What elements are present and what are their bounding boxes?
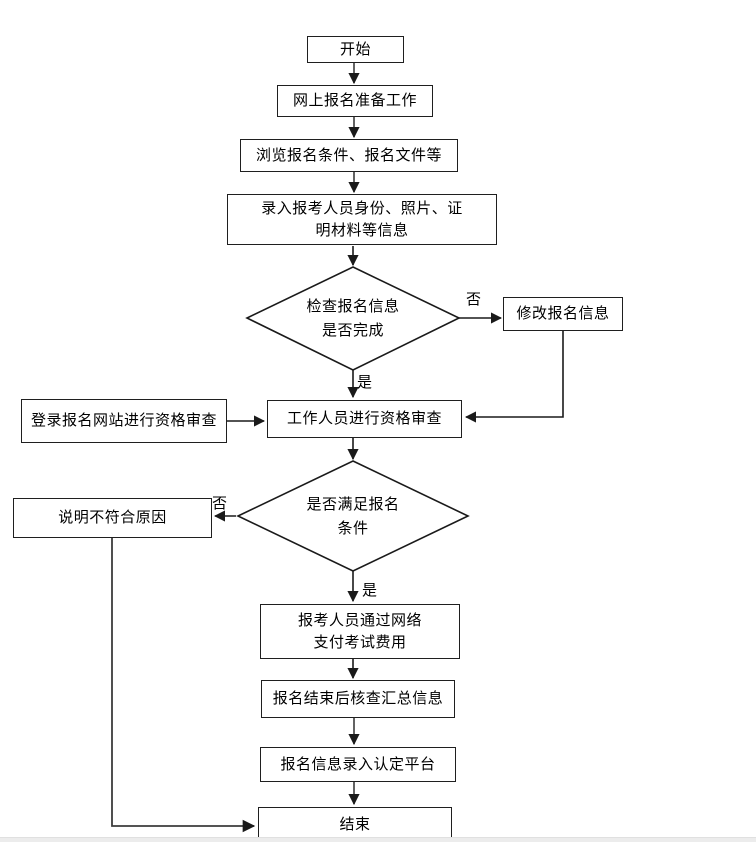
node-platform-entry: 报名信息录入认定平台: [260, 747, 456, 782]
connector-explain-to-end: [111, 538, 256, 833]
decision-diamond-check-complete: [245, 266, 461, 371]
decision-diamond-meet-condition: [236, 460, 470, 572]
node-online-prep: 网上报名准备工作: [277, 85, 433, 117]
label-meet-condition: 是否满足报名 条件: [306, 495, 400, 537]
node-pay-fee: 报考人员通过网络 支付考试费用: [260, 604, 460, 659]
connector-modify-to-staff: [464, 331, 564, 423]
edge-label-check-yes: 是: [357, 373, 373, 391]
node-modify-info: 修改报名信息: [503, 297, 623, 331]
edge-label-check-no: 否: [466, 290, 482, 308]
edge-label-meet-no: 否: [212, 494, 228, 512]
node-enter-info: 录入报考人员身份、照片、证 明材料等信息: [227, 194, 497, 245]
node-explain-reason: 说明不符合原因: [13, 498, 212, 538]
node-end: 结束: [258, 807, 452, 842]
node-staff-review: 工作人员进行资格审查: [267, 400, 462, 438]
node-login-review: 登录报名网站进行资格审查: [21, 399, 227, 443]
node-verify-summary: 报名结束后核查汇总信息: [261, 680, 455, 718]
bottom-scrollbar-track[interactable]: [0, 837, 756, 842]
label-check-complete: 检查报名信息 是否完成: [306, 297, 400, 339]
node-browse-files: 浏览报名条件、报名文件等: [240, 139, 458, 172]
node-start: 开始: [307, 36, 404, 63]
edge-label-meet-yes: 是: [362, 581, 378, 599]
